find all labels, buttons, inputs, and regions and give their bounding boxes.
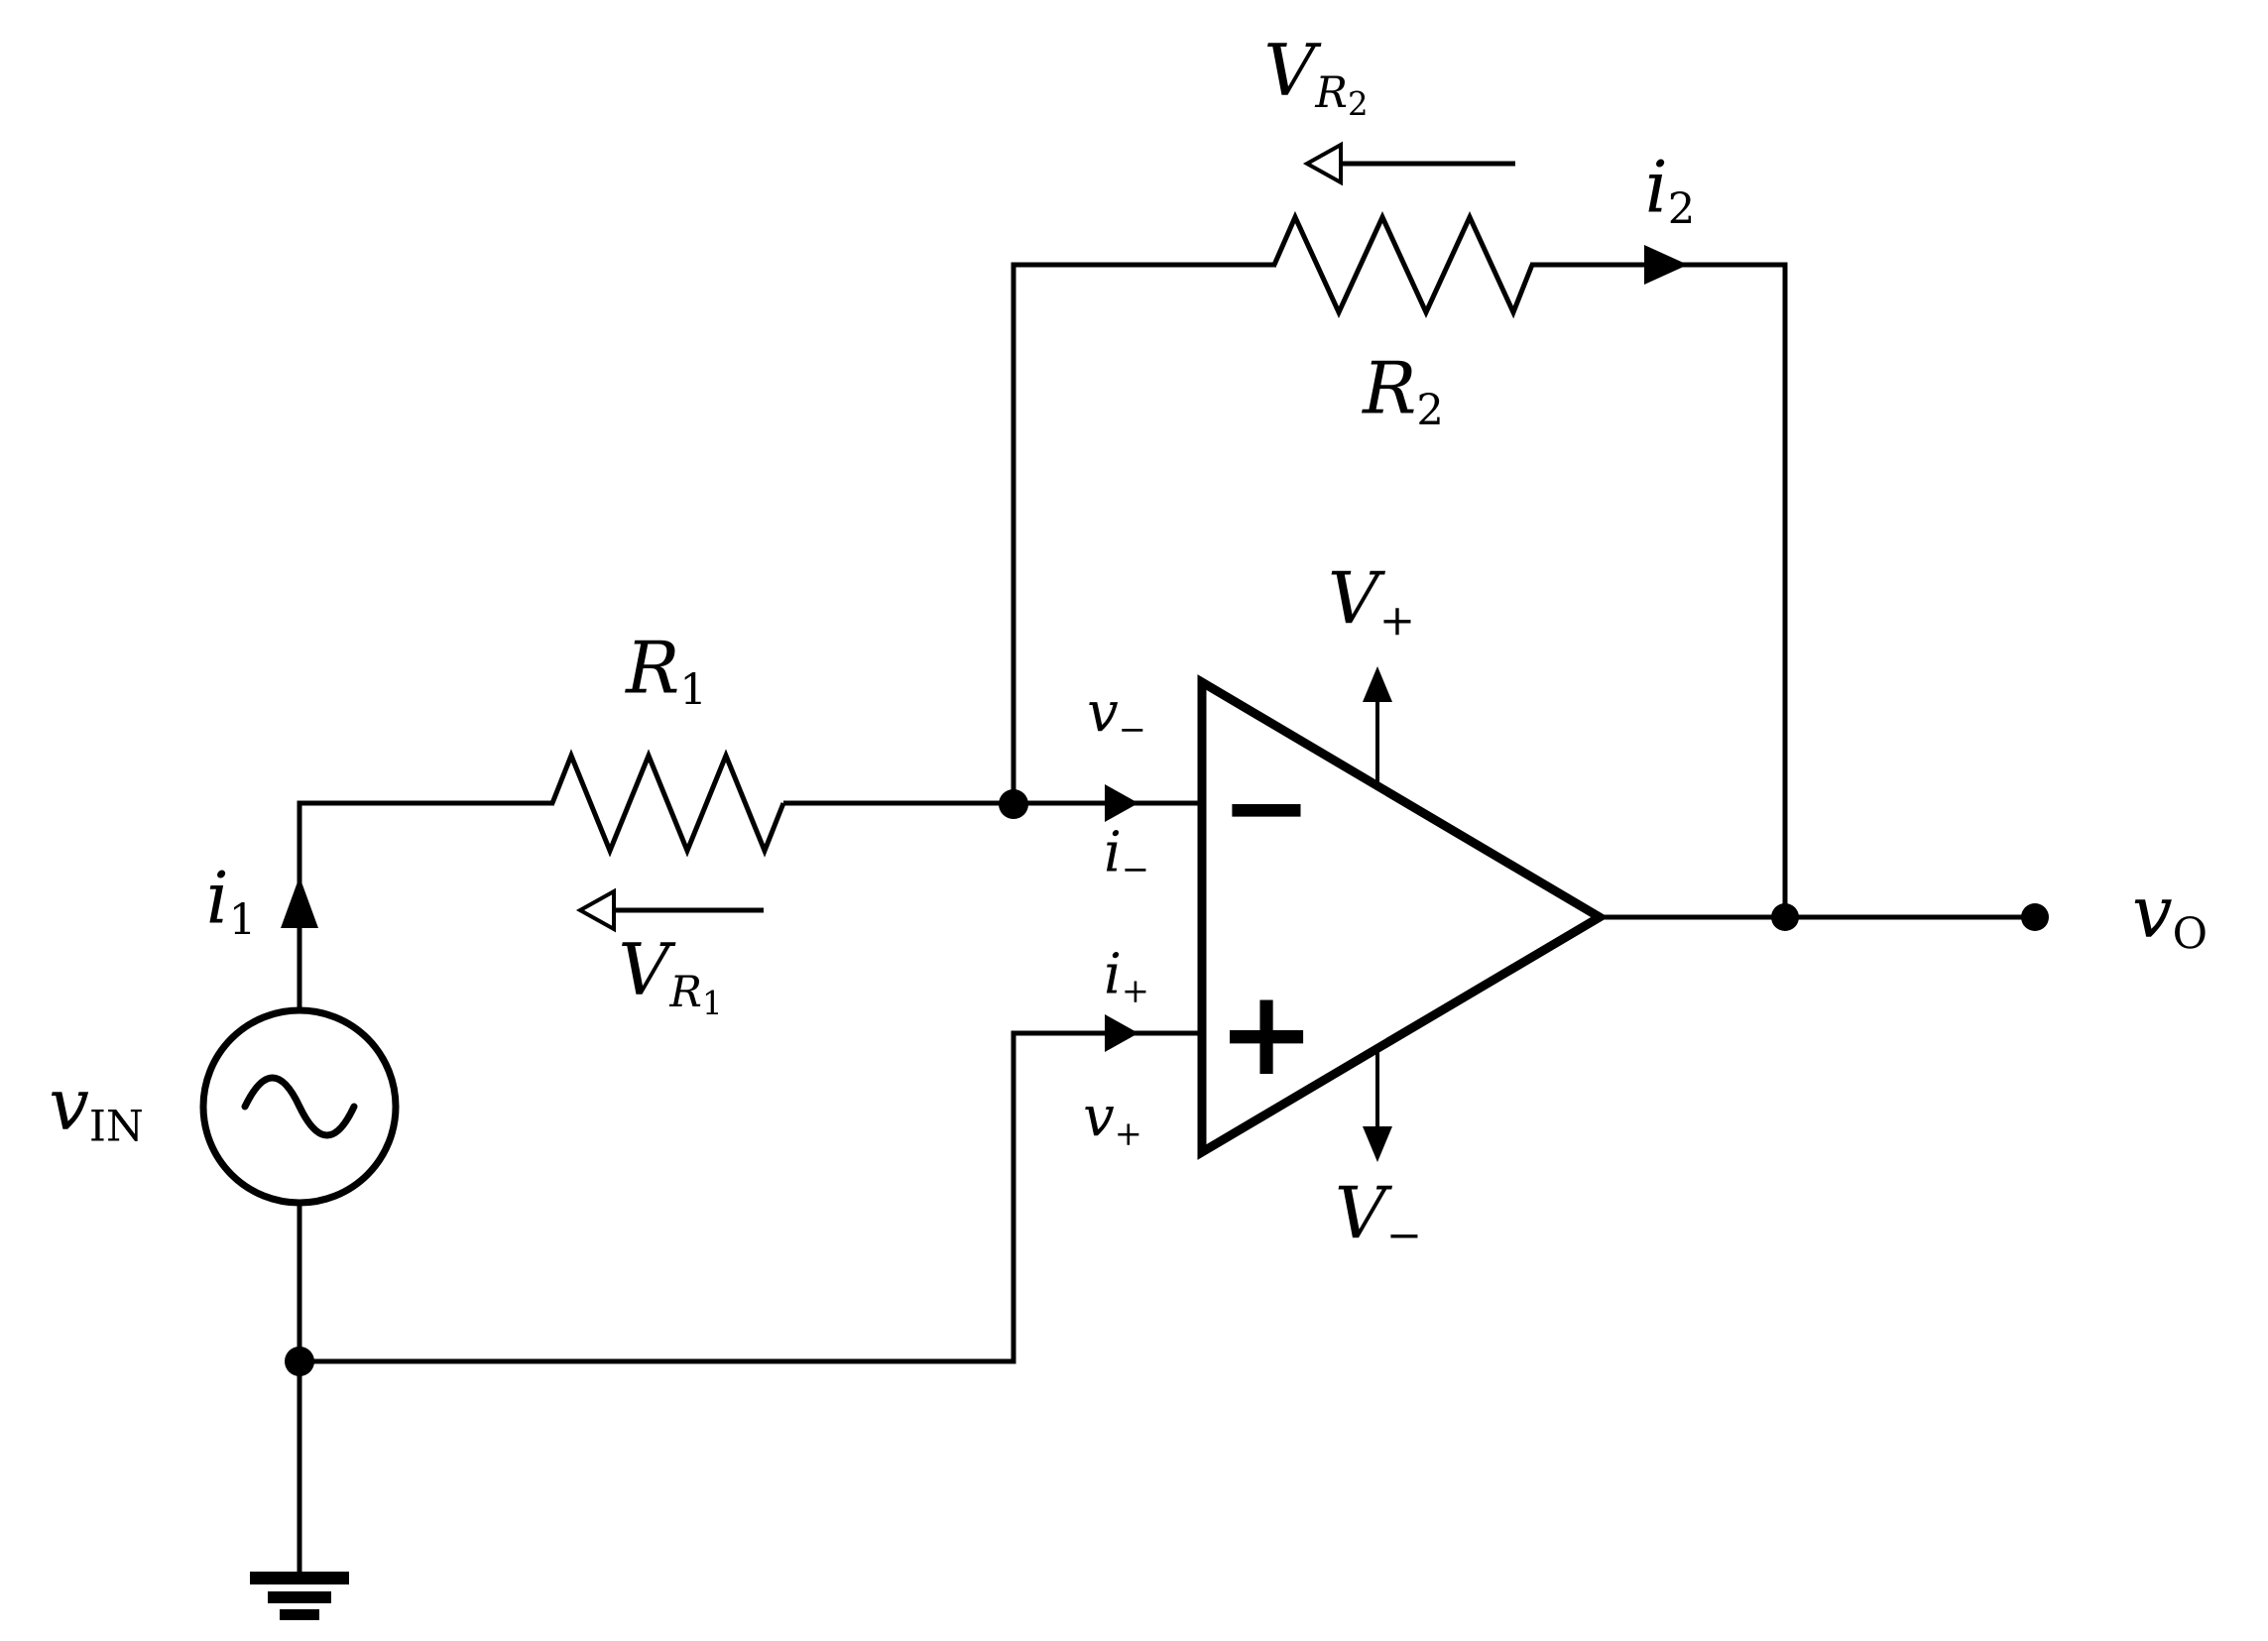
wire-feedback-right [1530,262,1788,917]
label-r2: R2 [1363,346,1444,436]
opamp-inverting-sign-icon: − [1223,747,1309,868]
sine-wave-icon [241,1074,358,1139]
current-arrow-i1-icon [281,877,318,928]
voltage-source [199,1006,400,1207]
junction-dot-ground-node [285,1347,314,1376]
voltage-arrow-vr1 [575,887,764,933]
terminal-dot-vout [2021,903,2049,931]
label-pin-i-plus: i+ [1103,942,1150,1010]
current-arrow-i-minus-icon [1105,784,1138,822]
label-i2: i2 [1644,145,1696,235]
supply-arrow-v-minus [1363,1049,1392,1162]
label-supply-v-plus: V+ [1327,556,1416,646]
current-arrow-i2-icon [1644,245,1688,285]
wire-input-top [297,800,554,1008]
arrow-left-open-icon [1302,141,1343,186]
arrow-down-icon [1363,1126,1392,1162]
label-vin: vIN [49,1062,144,1152]
arrow-up-icon [1363,666,1392,702]
junction-dot-inverting-node [999,789,1028,819]
label-pin-i-minus: i− [1103,820,1150,888]
supply-arrow-v-plus [1363,666,1392,785]
label-vr2: VR2 [1263,28,1369,123]
arrow-left-open-icon [575,887,616,933]
wires [297,262,2035,1575]
opamp-noninverting-sign-icon: + [1220,970,1313,1099]
opamp-triangle [1197,674,1609,1160]
wire-noninverting-input [299,1030,1202,1364]
label-pin-v-plus: v+ [1083,1085,1142,1153]
voltage-arrow-vr2 [1302,141,1515,186]
wire-feedback-left [1011,262,1276,803]
label-pin-v-minus: v− [1087,680,1146,749]
label-r1: R1 [626,626,707,716]
label-vr1: VR1 [618,927,723,1022]
junction-dot-output-node [1771,903,1799,931]
label-i1: i1 [205,856,257,946]
label-vout: vO [2131,870,2208,960]
ground-icon [250,1572,349,1620]
resistor-r1 [549,749,786,858]
current-arrow-i-plus-icon [1105,1014,1138,1052]
label-supply-v-minus: V− [1334,1171,1423,1261]
resistor-r2 [1271,210,1535,319]
